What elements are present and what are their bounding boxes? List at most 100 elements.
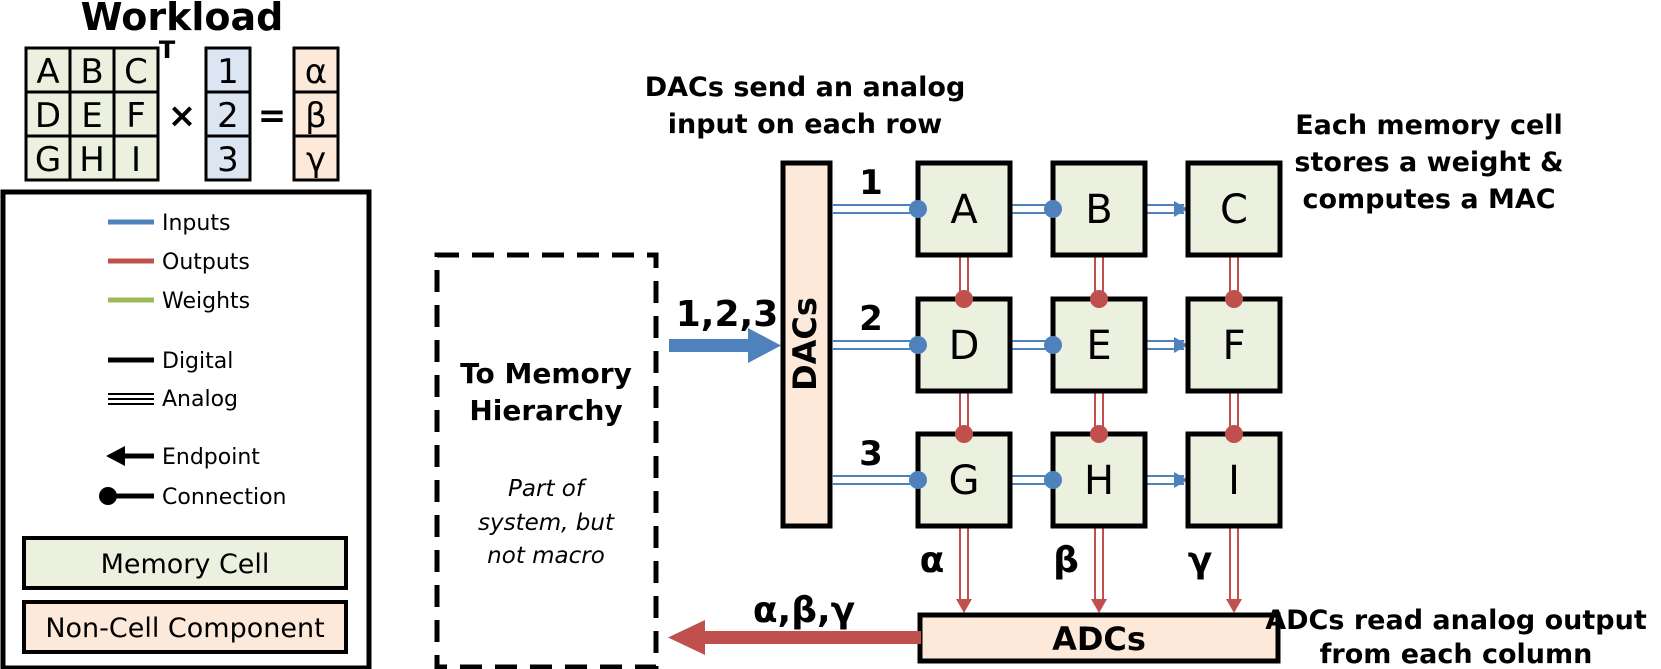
workload-matrix-value: C [124, 52, 148, 92]
input-connection-dot [909, 471, 927, 489]
output-arrowhead-icon [1091, 599, 1107, 613]
legend-item-digital: Digital [108, 349, 233, 374]
transpose-mark: T [159, 36, 176, 64]
legend-item-label: Digital [162, 349, 233, 374]
workload-vector-value: 2 [217, 96, 239, 136]
input-wire [832, 204, 918, 214]
output-arrowhead-icon [1226, 599, 1242, 613]
legend-item-connection: Connection [99, 485, 286, 510]
input-wire [832, 340, 918, 350]
output-connection-dot [955, 290, 973, 308]
memory-cell-label: D [949, 323, 980, 369]
input-connection-dot [1044, 471, 1062, 489]
memory-cell: D [915, 296, 1013, 394]
memory-cell-label: B [1085, 187, 1112, 233]
cell-caption-1: Each memory cell [1295, 110, 1563, 141]
adcs-caption-2: from each column [1320, 639, 1593, 669]
legend-item-label: Analog [162, 387, 238, 412]
memory-cell: I [1185, 431, 1283, 529]
cell-layer: A B C D E F G H I [915, 160, 1283, 529]
adcs-caption-1: ADCs read analog output [1265, 605, 1647, 636]
legend-item-label: Inputs [162, 211, 230, 236]
legend-item-inputs: Inputs [108, 211, 230, 236]
output-wire [1094, 526, 1104, 601]
output-wire [959, 526, 969, 601]
dacs-caption-1: DACs send an analog [645, 72, 966, 103]
legend-item-outputs: Outputs [108, 250, 250, 275]
adcs-label: ADCs [1052, 620, 1146, 658]
column-label: α [920, 540, 945, 581]
arrowhead-icon [106, 446, 125, 466]
output-connection-dot [1225, 425, 1243, 443]
memory-cell: F [1185, 296, 1283, 394]
memory-cell-box [1185, 160, 1283, 258]
workload-vector-cell [204, 46, 252, 94]
dacs-caption-2: input on each row [668, 109, 942, 140]
memory-cell-label: G [949, 458, 980, 504]
legend-memory-cell-swatch [22, 536, 348, 590]
workload-matrix-value: E [81, 96, 102, 136]
workload-matrix-cell [112, 134, 160, 182]
workload-vector-cell [204, 134, 252, 182]
memory-hierarchy-box [434, 252, 659, 669]
workload-matrix-value: D [35, 96, 61, 136]
memory-cell: E [1050, 296, 1148, 394]
input-arrowhead-icon [1174, 337, 1188, 353]
row-labels: 1 2 3 [859, 163, 883, 474]
row-label: 3 [859, 434, 883, 474]
memory-cell-box [1050, 160, 1148, 258]
input-arrowhead-icon [1174, 201, 1188, 217]
legend-item-analog: Analog [108, 387, 238, 412]
column-label: γ [1188, 540, 1213, 581]
memory-cell-label: I [1228, 458, 1240, 504]
input-connection-dot [1044, 336, 1062, 354]
output-wire [1229, 526, 1239, 601]
workload-matrix-value: H [79, 140, 105, 180]
input-connection-dot [909, 200, 927, 218]
input-arrow [669, 328, 781, 363]
memory-cell-label: H [1084, 458, 1114, 504]
memory-cell-label: A [950, 187, 978, 233]
memory-hierarchy-title-2: Hierarchy [469, 394, 622, 427]
adcs-block [917, 612, 1281, 664]
workload-matrix-cell [112, 90, 160, 138]
column-labels: α β γ [920, 540, 1213, 581]
memory-hierarchy-title-1: To Memory [460, 357, 632, 390]
output-connection-dot [1090, 425, 1108, 443]
output-connection-dot [1225, 290, 1243, 308]
cell-caption-2: stores a weight & [1294, 147, 1563, 178]
row-label: 2 [859, 299, 883, 339]
output-connection-dot [955, 425, 973, 443]
memory-note-3: not macro [487, 543, 605, 569]
workload-matrix-value: G [35, 140, 61, 180]
memory-cell: H [1050, 431, 1148, 529]
memory-cell: G [915, 431, 1013, 529]
workload-matrix-cell [68, 134, 116, 182]
workload-title: Workload [81, 0, 284, 39]
output-connection-dot [1090, 290, 1108, 308]
workload-matrix-value: I [131, 140, 141, 180]
output-arrowhead-icon [956, 599, 972, 613]
memory-cell: B [1050, 160, 1148, 258]
wire-layer [832, 201, 1242, 613]
memory-cell-label: E [1086, 323, 1111, 369]
row-label: 1 [859, 163, 883, 203]
dacs-block [780, 160, 833, 529]
legend-item-label: Endpoint [162, 445, 260, 470]
workload-vector: 123 [204, 46, 252, 182]
column-label: β [1053, 540, 1079, 581]
memory-cell-label: C [1220, 187, 1248, 233]
dot-layer [909, 200, 1243, 489]
cell-caption-3: computes a MAC [1302, 184, 1555, 215]
output-arrow-label: α,β,γ [753, 590, 855, 631]
legend-item-endpoint: Endpoint [106, 445, 260, 470]
input-arrow-label: 1,2,3 [676, 294, 779, 335]
workload-matrix-value: F [126, 96, 146, 136]
legend-memory-cell-label: Memory Cell [101, 549, 270, 580]
dot-icon [99, 487, 117, 505]
times-symbol: × [168, 96, 197, 136]
workload-result-value: β [305, 96, 327, 136]
input-connection-dot [1044, 200, 1062, 218]
